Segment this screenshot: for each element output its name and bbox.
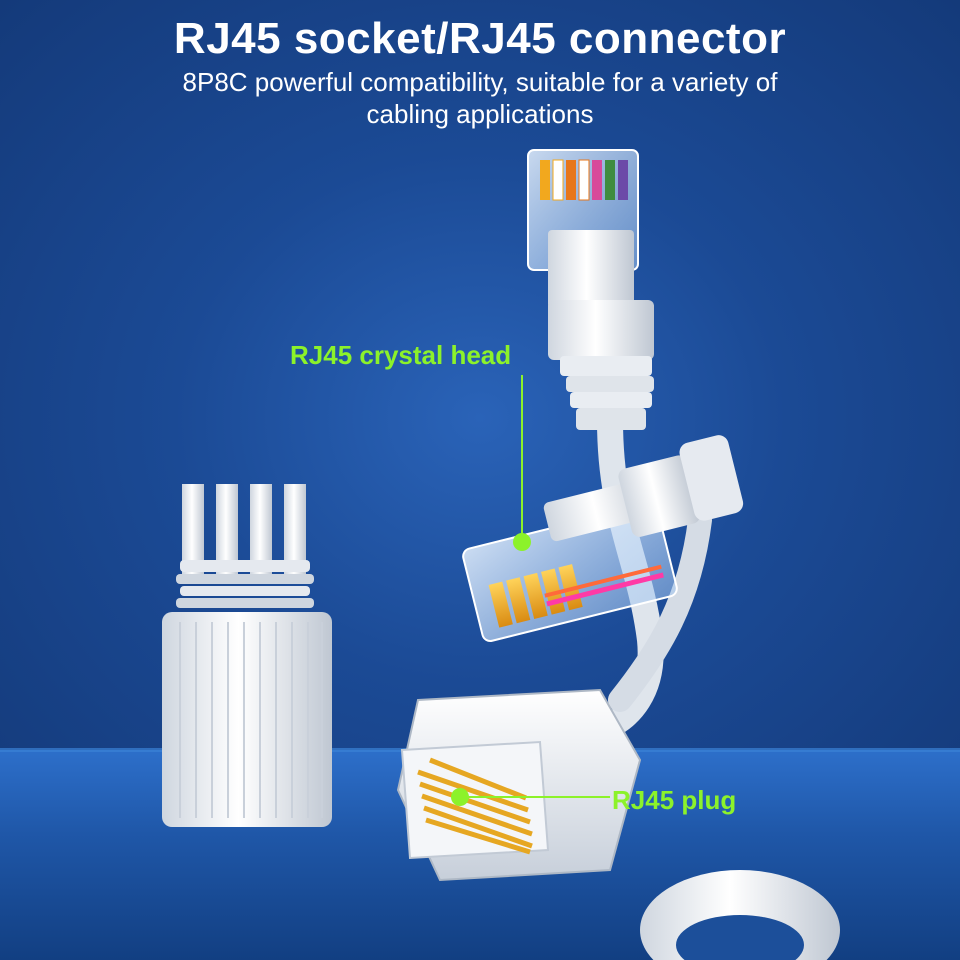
callout-plug-pointer xyxy=(451,788,610,806)
bottom-ring xyxy=(640,870,840,960)
threaded-cap xyxy=(162,484,332,827)
page-title: RJ45 socket/RJ45 connector xyxy=(173,14,787,63)
crystal-head-label: RJ45 crystal head xyxy=(290,340,512,370)
top-rj45-connector xyxy=(527,149,654,430)
page-subtitle: 8P8C powerful compatibility, suitable fo… xyxy=(182,67,778,129)
rj45-socket xyxy=(396,688,642,882)
callout-crystal-head-pointer xyxy=(513,375,531,551)
background-wall xyxy=(0,0,960,760)
plug-label: RJ45 plug xyxy=(612,785,737,815)
